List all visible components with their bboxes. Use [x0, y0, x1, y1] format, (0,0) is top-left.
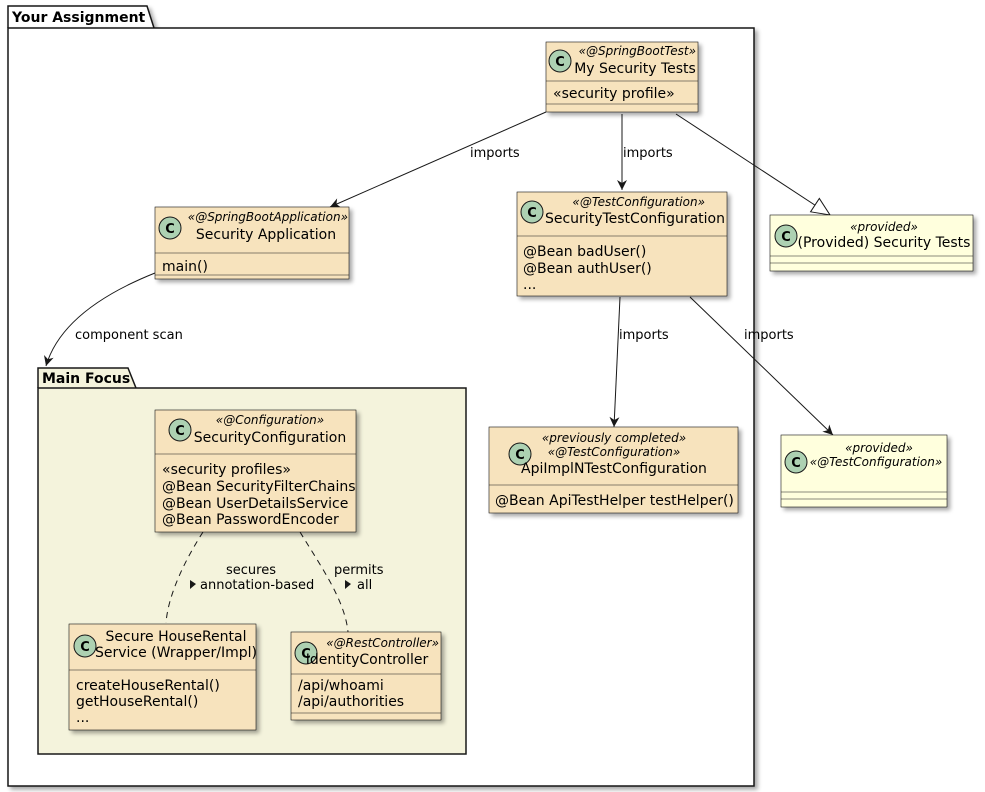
label-secures-2: annotation-based [200, 578, 314, 593]
class-stereotype: «@TestConfiguration» [810, 455, 943, 469]
label-permits-1: permits [334, 563, 384, 578]
class-my-security-tests[interactable] [545, 41, 699, 113]
class-name: IdentityController [306, 652, 429, 668]
class-stereotype: «@SpringBootTest» [579, 44, 696, 58]
edge-imports-app [329, 111, 547, 208]
class-provided-security-tests[interactable] [769, 214, 974, 272]
class-member: @Bean UserDetailsService [162, 496, 348, 512]
class-provided-test-configuration[interactable] [780, 434, 948, 508]
class-c-icon: C [555, 55, 565, 70]
class-circle-icon [508, 442, 532, 466]
class-member: /api/whoami [298, 678, 384, 694]
class-name: SecurityConfiguration [194, 430, 346, 446]
class-member: @Bean ApiTestHelper testHelper() [495, 493, 734, 509]
edge-component-scan [44, 272, 156, 367]
class-name: My Security Tests [574, 61, 696, 77]
edge-labels: imports imports component scan imports i… [75, 146, 794, 593]
label-imports-apiimpl: imports [619, 328, 669, 343]
class-circle-icon [168, 418, 192, 442]
edge-extends-provided [675, 113, 830, 215]
class-stereotype: «@SpringBootApplication» [188, 210, 348, 224]
label-imports-provided: imports [744, 328, 794, 343]
label-permits-2: all [357, 578, 372, 593]
class-c-icon: C [301, 647, 311, 662]
class-stereotype: «@RestController» [326, 636, 439, 650]
direction-triangle-icon [345, 580, 351, 589]
class-c-icon: C [80, 640, 90, 655]
class-c-icon: C [781, 230, 791, 245]
edge-imports-provided [689, 296, 834, 436]
class-member: «security profiles» [162, 462, 291, 478]
class-member: /api/authorities [298, 694, 404, 710]
class-stereotype: «provided» [845, 441, 913, 455]
label-component-scan: component scan [75, 328, 183, 343]
class-stereotype: «@TestConfiguration» [572, 195, 705, 209]
class-member: @Bean PasswordEncoder [162, 512, 339, 528]
class-name: Secure HouseRental [106, 629, 247, 645]
class-c-icon: C [515, 448, 525, 463]
class-c-icon: C [791, 456, 801, 471]
class-member: @Bean SecurityFilterChains [162, 479, 356, 495]
label-imports-app: imports [470, 146, 520, 161]
class-name: ApiImplNTestConfiguration [521, 461, 707, 477]
class-security-application[interactable] [154, 206, 350, 280]
class-circle-icon [784, 450, 808, 474]
class-security-test-configuration[interactable] [516, 191, 728, 297]
class-member: @Bean authUser() [523, 261, 652, 277]
class-c-icon: C [175, 424, 185, 439]
class-name: (Provided) Security Tests [798, 235, 971, 251]
class-member: «security profile» [553, 86, 675, 102]
class-identity-controller[interactable] [290, 631, 442, 721]
edge-permits [299, 531, 349, 633]
class-stereotype: «previously completed» [542, 431, 686, 445]
class-member: @Bean badUser() [523, 244, 646, 260]
class-member: getHouseRental() [76, 694, 198, 710]
class-name: SecurityTestConfiguration [545, 211, 725, 227]
class-name: Security Application [196, 227, 336, 243]
class-member: main() [162, 259, 208, 275]
class-circle-icon [158, 216, 182, 240]
edge-secures [165, 531, 204, 624]
label-secures-1: secures [226, 563, 276, 578]
class-circle-icon [73, 634, 97, 658]
class-circle-icon [774, 224, 798, 248]
class-member: ... [76, 710, 89, 726]
edges [44, 111, 834, 633]
class-circle-icon [294, 641, 318, 665]
class-secure-house-rental-service[interactable] [68, 623, 257, 731]
label-imports-testconfig: imports [623, 146, 673, 161]
package-title: Your Assignment [11, 10, 146, 26]
class-stereotype: «provided» [850, 220, 918, 234]
class-stereotype: «@Configuration» [216, 413, 324, 427]
direction-triangle-icon [190, 580, 196, 589]
class-circle-icon [548, 49, 572, 73]
class-stereotype: «@TestConfiguration» [548, 445, 681, 459]
package-title: Main Focus [42, 371, 130, 387]
class-member: ... [523, 277, 536, 293]
edge-imports-apiimpl [609, 296, 621, 428]
class-name: Service (Wrapper/Impl) [95, 645, 257, 661]
class-c-icon: C [165, 222, 175, 237]
class-circle-icon [520, 200, 544, 224]
class-c-icon: C [527, 206, 537, 221]
class-member: createHouseRental() [76, 678, 220, 694]
class-api-impl-test-configuration[interactable] [488, 426, 739, 514]
